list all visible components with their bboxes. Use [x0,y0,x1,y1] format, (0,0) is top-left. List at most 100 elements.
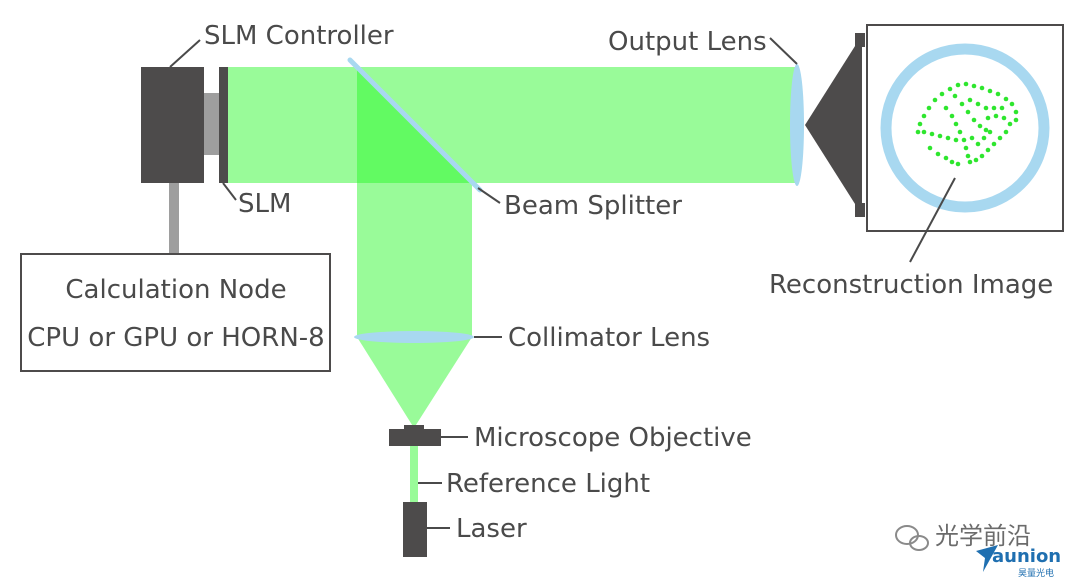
reconstruction-dot [947,86,953,92]
reconstruction-image-label: Reconstruction Image [769,270,1053,300]
reconstruction-dot [979,85,985,91]
calculation-options-label: CPU or GPU or HORN-8 [27,323,324,353]
reconstruction-dot [967,97,973,103]
beam-splitter-label: Beam Splitter [504,191,682,221]
reconstruction-dot [961,137,967,143]
slm-label: SLM [238,189,291,219]
reconstruction-dot [945,135,951,141]
reconstruction-dot [999,105,1005,111]
reconstruction-dot [965,153,971,159]
horizontal-beam [228,67,798,183]
watermark-brand: aunion [992,546,1061,567]
watermark-brand-sub: 昊量光电 [1018,567,1054,579]
reconstruction-dot [915,129,921,135]
reconstruction-ring [880,43,1050,213]
reconstruction-dot [971,117,977,123]
reconstruction-dot [927,145,933,151]
reconstruction-dot [1009,101,1015,107]
reconstruction-dot [943,155,949,161]
microscope-objective-top [404,425,424,431]
beam-cone [357,337,472,428]
reconstruction-dot [983,105,989,111]
reconstruction-dot [1001,115,1007,121]
laser [403,502,427,557]
leader-output-lens [769,37,798,65]
reconstruction-dot [957,129,963,135]
reconstruction-dots [915,81,1019,167]
reconstruction-dot [963,81,969,87]
slm-panel [219,67,228,183]
reconstruction-dot [1003,96,1009,102]
reconstruction-dot [987,88,993,94]
reconstruction-dot [965,109,971,115]
reconstruction-dot [971,83,977,89]
reconstruction-dot [937,133,943,139]
calculation-node-box [20,253,331,372]
reconstruction-dot [983,127,989,133]
reconstruction-dot [977,123,983,129]
microscope-objective [389,429,441,446]
watermark-channel: 光学前沿 [935,522,1031,550]
leader-beam-splitter [477,187,501,204]
reconstruction-dot [973,157,979,163]
reconstruction-dot [991,105,997,111]
reconstruction-dot [953,137,959,143]
reconstruction-frame [866,24,1064,232]
slm-controller-box [141,67,204,183]
reconstruction-dot [985,147,991,153]
reconstruction-dot [959,101,965,107]
reconstruction-dot [1007,121,1013,127]
reconstruction-dot [967,159,973,165]
reconstruction-dot [1003,129,1009,135]
reconstruction-dot [963,145,969,151]
controller-cable [169,183,179,254]
aunion-logo-icon [976,545,998,572]
projection-mount-top [855,33,865,47]
reconstruction-dot [955,161,961,167]
projection-horn [805,35,862,215]
reconstruction-dot [949,113,955,119]
laser-label: Laser [456,514,527,544]
leader-reconstruction [909,177,956,263]
reconstruction-dot [921,113,927,119]
collimator-lens-label: Collimator Lens [508,323,710,353]
reconstruction-dot [995,91,1001,97]
wechat-icon [895,525,929,551]
reference-light-label: Reference Light [446,469,650,499]
reconstruction-dot [987,129,993,135]
reconstruction-dot [993,113,999,119]
reference-beam [410,444,418,502]
reconstruction-dot [952,93,958,99]
reconstruction-dot [991,141,997,147]
reconstruction-dot [943,105,949,111]
slm-controller-label: SLM Controller [204,21,394,51]
reconstruction-dot [917,121,923,127]
output-lens [790,64,804,186]
leader-slm [222,182,237,201]
collimator-lens [354,331,474,343]
slm-connector [204,93,223,155]
reconstruction-dot [932,97,938,103]
reconstruction-dot [1013,109,1019,115]
calculation-node-label: Calculation Node [65,275,286,305]
microscope-objective-label: Microscope Objective [474,423,752,453]
reconstruction-dot [1013,117,1019,123]
output-lens-label: Output Lens [608,27,767,57]
reconstruction-dot [929,131,935,137]
reconstruction-dot [955,82,961,88]
reconstruction-dot [981,135,987,141]
reconstruction-dot [975,141,981,147]
reconstruction-dot [939,91,945,97]
reconstruction-dot [949,159,955,165]
beam-splitter [347,57,483,193]
projection-mount-bottom [855,203,865,217]
wechat-watermark: 光学前沿 aunion 昊量光电 [895,522,1061,579]
reconstruction-dot [975,101,981,107]
reconstruction-dot [935,151,941,157]
reconstruction-dot [926,105,932,111]
leader-slm-controller [169,39,201,68]
reconstruction-dot [985,115,991,121]
reconstruction-dot [997,135,1003,141]
reconstruction-dot [921,129,927,135]
